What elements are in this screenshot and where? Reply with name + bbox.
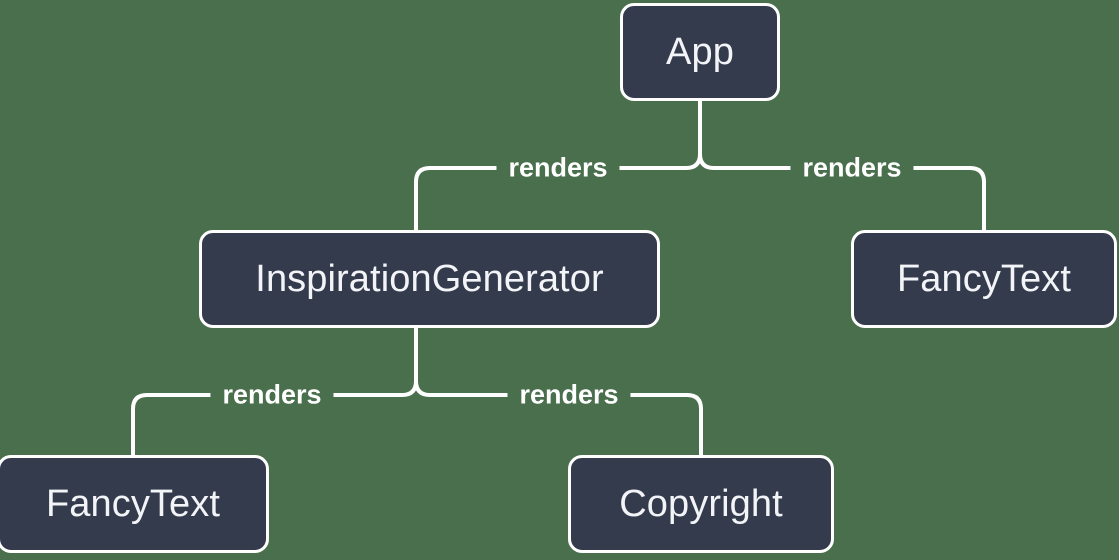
edge-label-inspiration-generator-to-fancytext: renders [210,381,334,409]
edge-inspiration-generator-to-copyright [430,393,703,455]
edge-label-app-to-inspiration-generator: renders [496,154,620,182]
edge-app-stem [685,101,702,170]
edge-app-stem-right [698,101,715,170]
node-app[interactable]: App [620,3,780,101]
edge-inspiration-generator-stem [401,328,418,397]
edge-app-to-fancytext-right [714,166,986,230]
edge-label-inspiration-generator-to-copyright: renders [507,381,631,409]
node-inspiration-generator[interactable]: InspirationGenerator [199,230,660,328]
edge-inspiration-generator-to-fancytext [131,393,402,455]
node-fancytext-right-label: FancyText [896,258,1072,300]
node-inspiration-generator-label: InspirationGenerator [255,258,604,300]
node-fancytext-right[interactable]: FancyText [851,230,1117,328]
node-copyright[interactable]: Copyright [568,455,834,553]
node-copyright-label: Copyright [619,483,783,525]
edge-label-app-to-fancytext-right: renders [790,154,914,182]
edge-inspiration-generator-stem-right [414,328,431,397]
node-fancytext-bottom-left[interactable]: FancyText [0,455,269,553]
node-fancytext-bottom-left-label: FancyText [45,483,221,525]
node-app-label: App [666,31,734,73]
edge-app-to-inspiration-generator [414,166,686,230]
